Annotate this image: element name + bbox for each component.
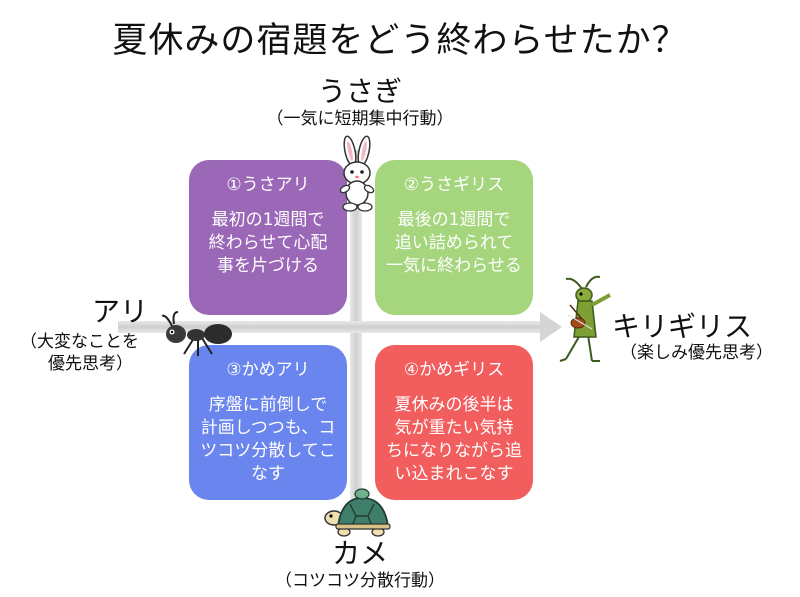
quadrant-body: 序盤に前倒しで 計画しつつも、コ ツコツ分散してこ なす: [200, 395, 336, 484]
axis-left-sub-2: 優先思考）: [48, 354, 133, 374]
axis-left-sub-1: （大変なことを: [20, 332, 139, 352]
quadrant-body: 最後の1週間で 追い詰められて 一気に終わらせる: [386, 210, 522, 276]
axis-arrow-head: [540, 312, 562, 342]
quadrant-usa-girisu: ②うさギリス 最後の1週間で 追い詰められて 一気に終わらせる: [375, 160, 533, 315]
quadrant-kame-girisu: ④かめギリス 夏休みの後半は 気が重たい気持 ちになりながら追 い込まれこなす: [375, 345, 533, 500]
ant-icon: [161, 311, 232, 356]
quadrant-kame-ari: ③かめアリ 序盤に前倒しで 計画しつつも、コ ツコツ分散してこ なす: [189, 345, 347, 500]
turtle-icon: [324, 488, 391, 537]
axis-left-label: アリ: [91, 295, 148, 328]
quadrant-body: 夏休みの後半は 気が重たい気持 ちになりながら追 い込まれこなす: [386, 395, 522, 484]
quadrant-title: ②うさギリス: [403, 175, 505, 195]
axis-bottom-label: カメ: [331, 537, 388, 570]
grasshopper-icon: [559, 275, 611, 362]
axis-top-label: うさぎ: [317, 75, 402, 108]
quadrant-body: 最初の1週間で 終わらせて心配 事を片づける: [208, 210, 328, 276]
axis-right-label: キリギリス: [612, 310, 753, 343]
axis-top-sub: （一気に短期集中行動）: [266, 109, 454, 129]
page-title: 夏休みの宿題をどう終わらせたか？: [112, 21, 688, 61]
axis-bottom-sub: （コツコツ分散行動）: [275, 571, 445, 591]
quadrant-title: ①うさアリ: [226, 175, 310, 195]
axis-right-sub: （楽しみ優先思考）: [620, 343, 773, 363]
quadrant-title: ③かめアリ: [226, 360, 310, 380]
quadrant-title: ④かめギリス: [403, 360, 505, 380]
rabbit-icon: [339, 135, 375, 212]
quadrant-usa-ari: ①うさアリ 最初の1週間で 終わらせて心配 事を片づける: [189, 160, 347, 315]
